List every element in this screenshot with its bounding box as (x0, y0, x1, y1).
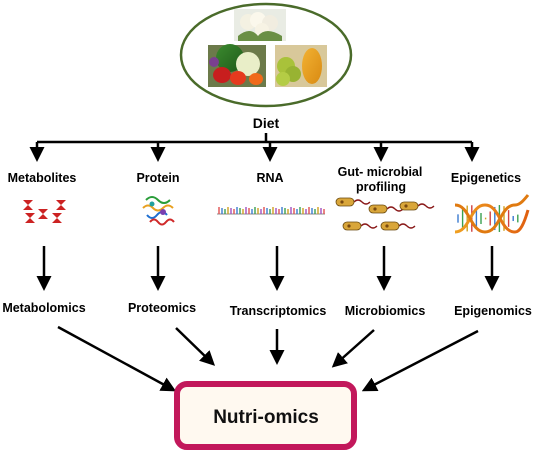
omics-label-epigenomics: Epigenomics (454, 304, 532, 318)
category-label-microbial-line2: profiling (356, 180, 406, 194)
nutriomics-box: Nutri-omics (174, 381, 357, 450)
vegetables-photo (208, 44, 266, 87)
diet-connectors (29, 133, 480, 162)
bacterium (380, 221, 416, 231)
omics-label-transcriptomics: Transcriptomics (230, 304, 327, 318)
rna-strand-icon (217, 207, 325, 215)
cauliflower-photo (234, 9, 286, 41)
metabolite-molecules-icon (23, 200, 66, 223)
category-label-microbial-line1: Gut- microbial (338, 165, 423, 179)
arrow-epigenomics-to-nutriomics (361, 329, 479, 392)
category-label-protein: Protein (136, 171, 179, 185)
diet-node (179, 2, 353, 108)
category-label-metabolites: Metabolites (8, 171, 77, 185)
protein-structure-icon (142, 196, 175, 226)
arrow-microbiomics-to-nutriomics (331, 329, 375, 368)
category-label-epigenetics: Epigenetics (451, 171, 521, 185)
diet-label: Diet (253, 115, 280, 131)
dna-helix-icon (454, 194, 530, 234)
fruits-photo (275, 45, 327, 87)
omics-arrows (36, 246, 500, 291)
nutriomics-border (174, 381, 357, 450)
bacterium (342, 221, 378, 231)
bacteria-icon (335, 197, 435, 231)
bacterium (399, 201, 435, 211)
converging-arrows (57, 325, 479, 392)
category-label-rna: RNA (256, 171, 283, 185)
bacterium (335, 197, 371, 207)
arrow-proteomics-to-nutriomics (175, 327, 216, 366)
omics-label-proteomics: Proteomics (128, 301, 196, 315)
omics-label-metabolomics: Metabolomics (2, 301, 85, 315)
omics-label-microbiomics: Microbiomics (345, 304, 426, 318)
nutriomics-label: Nutri-omics (213, 407, 319, 428)
arrow-metabolomics-to-nutriomics (57, 325, 177, 392)
bacterium (368, 204, 404, 214)
